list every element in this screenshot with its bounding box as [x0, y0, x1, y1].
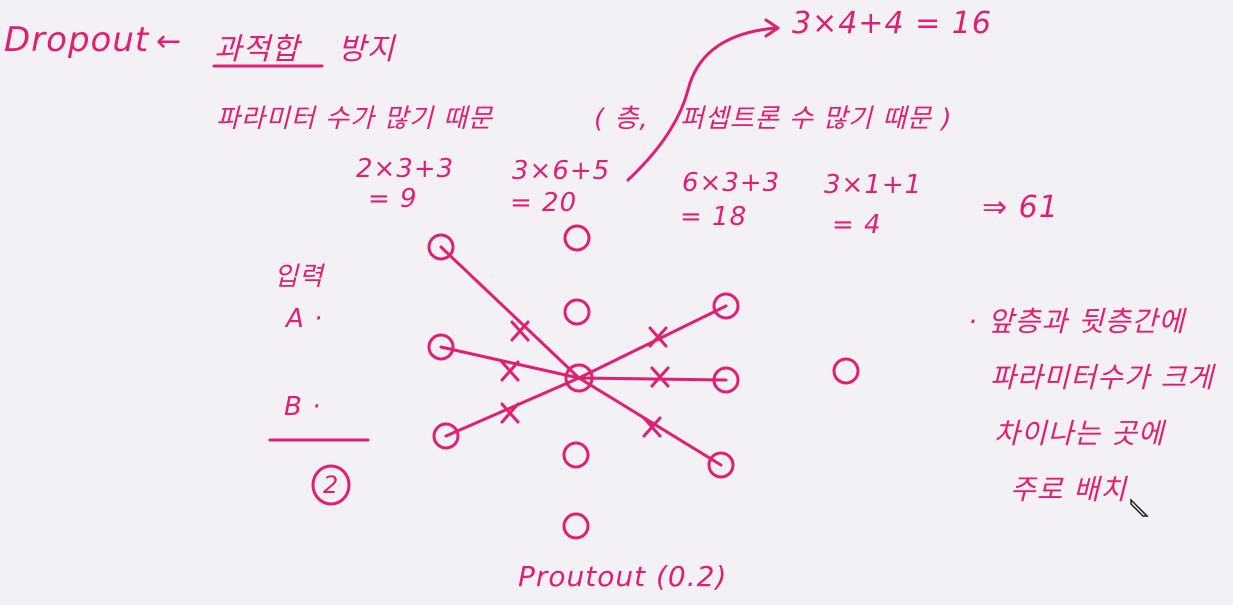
input-a: A ·: [286, 304, 324, 334]
pen-cursor-icon: [1130, 498, 1149, 517]
input-count: 2: [323, 471, 340, 499]
node-m3: [564, 363, 594, 393]
node-l1: [427, 233, 455, 261]
layer-1-result: = 9: [368, 184, 418, 214]
curve-arrow: [626, 26, 778, 182]
node-m4: [562, 441, 590, 469]
layer-1-expr: 2×3+3: [356, 154, 455, 184]
title-topic: 과적합: [214, 32, 300, 67]
count-circle: [311, 464, 351, 506]
node-l2: [427, 333, 455, 361]
dropped-marks: [500, 320, 670, 438]
note-line-2: 파라미터수가 크게: [990, 361, 1214, 394]
node-m1: [563, 224, 591, 252]
edge-2: [439, 345, 581, 380]
total-params: ⇒ 61: [982, 190, 1059, 225]
node-out: [832, 357, 860, 385]
reason-text-1: 파라미터 수가 많기 때문: [216, 104, 493, 134]
layer-2-result: = 20: [510, 188, 578, 218]
title-suffix: 방지: [338, 32, 396, 67]
note-line-3: 차이나는 곳에: [994, 417, 1165, 450]
edge-1: [439, 245, 581, 380]
node-r3: [707, 451, 735, 479]
input-label: 입력: [274, 262, 324, 292]
layer-2-expr: 3×6+5: [512, 156, 611, 186]
layer-3-result: = 18: [680, 202, 748, 232]
edge-6: [577, 376, 723, 467]
edge-5: [577, 376, 728, 382]
reason-text-3: 퍼셉트론 수 많기 때문 ): [680, 104, 953, 134]
layer-3-expr: 6×3+3: [682, 168, 781, 198]
input-b: B ·: [284, 392, 322, 422]
node-r2: [712, 366, 740, 394]
dropout-caption: Proutout (0.2): [518, 560, 728, 593]
title-arrow: ←: [156, 24, 183, 59]
edge-3: [444, 376, 581, 438]
note-line-4: 주로 배치: [1010, 473, 1127, 506]
node-m2: [563, 298, 591, 326]
reason-text-2: ( 층,: [594, 104, 649, 134]
title-dropout: Dropout: [4, 20, 150, 60]
layer-4-result: = 4: [832, 210, 882, 240]
node-l3: [432, 422, 460, 450]
layer-4-expr: 3×1+1: [824, 170, 923, 200]
top-formula: 3×4+4 = 16: [792, 6, 992, 41]
node-r1: [712, 292, 740, 320]
curve-arrow-head: [764, 18, 780, 38]
note-line-1: · 앞층과 뒷층간에: [968, 305, 1186, 338]
node-m5: [562, 512, 590, 540]
